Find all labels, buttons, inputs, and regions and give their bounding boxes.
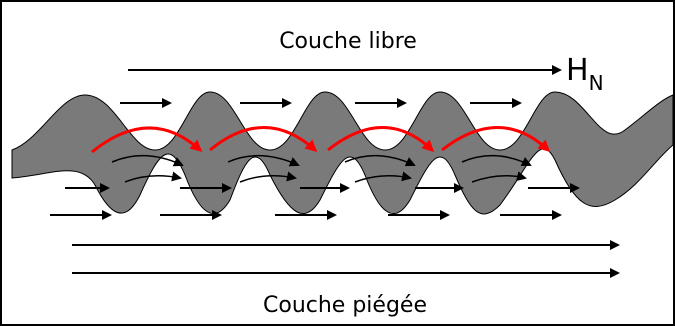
field-label-sub: N [589, 71, 604, 95]
lower-arrows [50, 183, 580, 220]
field-label: HN [566, 53, 604, 95]
top-label: Couche libre [279, 29, 417, 54]
trapped-layer-arrows [72, 240, 620, 278]
coupling-arrows [91, 126, 551, 154]
inner-arrows [111, 154, 532, 183]
field-label-main: H [566, 53, 589, 88]
wavy-layer [11, 91, 674, 215]
bottom-label: Couche piégée [263, 293, 427, 318]
